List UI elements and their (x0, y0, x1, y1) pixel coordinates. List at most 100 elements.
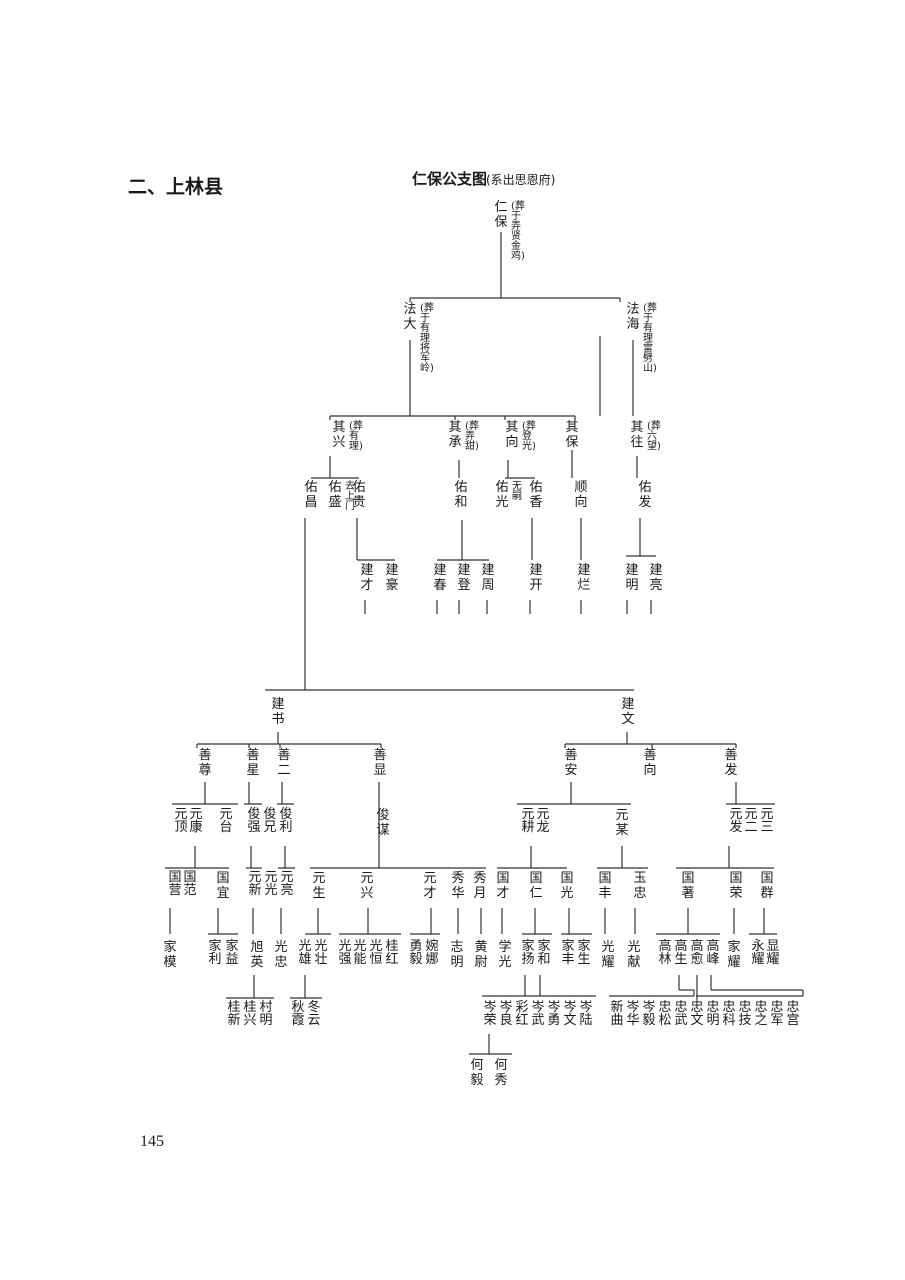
person-name: 何毅 (470, 1058, 484, 1088)
person-name: 法大 (403, 302, 417, 332)
person-name: 元二 (744, 807, 758, 835)
person-note: 无嗣 (512, 481, 522, 502)
person-name: 元康 (189, 807, 203, 835)
person-name: 岑华 (626, 1000, 640, 1028)
person-name: 建明 (625, 563, 639, 593)
person-name: 勇毅 (409, 939, 423, 967)
person-name: 家和 (537, 939, 551, 967)
person-name: 忠军 (770, 1000, 784, 1028)
person-note: (葬有理) (349, 421, 363, 452)
person-name: 桂新 (227, 1000, 241, 1028)
chart-subtitle: (系出思恩府) (486, 173, 556, 187)
person-name: 建开 (529, 563, 543, 593)
person-name: 光能 (353, 939, 367, 967)
person-name: 善二 (277, 748, 291, 778)
person-name: 忠松 (658, 1000, 672, 1028)
person-name: 善显 (373, 748, 387, 778)
person-name: 建周 (481, 563, 495, 593)
person-note: (葬于有理将军岭) (420, 303, 434, 374)
person-note: (葬于有理雷劈山) (643, 303, 657, 374)
person-name: 高林 (658, 939, 672, 967)
person-name: 国营 (168, 870, 182, 898)
person-name: 岑良 (499, 1000, 513, 1028)
person-name: 元某 (615, 808, 629, 838)
person-name: 家利 (208, 939, 222, 967)
person-name: 忠技 (738, 1000, 752, 1028)
person-name: 国群 (760, 871, 774, 901)
person-name: 桂红 (385, 939, 399, 967)
person-note: (葬弄甜) (465, 421, 479, 452)
person-name: 善向 (643, 748, 657, 778)
person-name: 忠之 (754, 1000, 768, 1028)
person-name: 学光 (498, 940, 512, 970)
person-name: 其往 (630, 420, 644, 450)
person-name: 元光 (264, 870, 278, 898)
person-name: 元耕 (521, 807, 535, 835)
person-name: 家模 (163, 940, 177, 970)
person-name: 村明 (259, 1000, 273, 1028)
person-name: 永耀 (751, 939, 765, 967)
person-name: 忠明 (706, 1000, 720, 1028)
person-name: 佑盛 (328, 480, 342, 510)
person-name: 光忠 (274, 940, 288, 970)
person-name: 元顶 (174, 807, 188, 835)
person-name: 建登 (457, 563, 471, 593)
person-name: 国才 (496, 871, 510, 901)
person-name: 岑毅 (642, 1000, 656, 1028)
person-name: 佑贵 (352, 480, 366, 510)
person-name: 志明 (450, 940, 464, 970)
person-name: 建文 (621, 697, 635, 727)
person-name: 其向 (505, 420, 519, 450)
person-name: 元台 (219, 807, 233, 835)
person-name: 其保 (565, 420, 579, 450)
person-name: 冬云 (307, 1000, 321, 1028)
person-name: 岑荣 (483, 1000, 497, 1028)
person-note: (葬于弄贤金鸡) (511, 201, 525, 262)
person-name: 佑光 (495, 480, 509, 510)
person-name: 俊谋 (376, 808, 390, 838)
section-title: 二、上林县 (128, 176, 224, 198)
person-name: 顺向 (574, 480, 588, 510)
person-name: 岑陆 (579, 1000, 593, 1028)
person-name: 元亮 (280, 870, 294, 898)
person-name: 彩红 (515, 1000, 529, 1028)
person-name: 高生 (674, 939, 688, 967)
person-name: 国荣 (729, 871, 743, 901)
person-name: 忠科 (722, 1000, 736, 1028)
person-name: 秋霞 (291, 1000, 305, 1028)
person-name: 忠武 (674, 1000, 688, 1028)
person-name: 俊利 (279, 807, 293, 835)
person-name: 元生 (312, 871, 326, 901)
person-name: 国仁 (529, 871, 543, 901)
person-name: 佑和 (454, 480, 468, 510)
person-name: 秀月 (473, 871, 487, 901)
person-name: 光献 (627, 940, 641, 970)
person-name: 家生 (577, 939, 591, 967)
person-name: 建亮 (649, 563, 663, 593)
person-name: 显耀 (766, 939, 780, 967)
person-name: 建豪 (385, 563, 399, 593)
person-name: 建春 (433, 563, 447, 593)
person-name: 国光 (560, 871, 574, 901)
person-name: 岑勇 (547, 1000, 561, 1028)
person-name: 善安 (564, 748, 578, 778)
person-name: 新曲 (610, 1000, 624, 1028)
person-name: 家丰 (561, 939, 575, 967)
person-name: 元才 (423, 871, 437, 901)
person-name: 建才 (360, 563, 374, 593)
person-name: 其兴 (332, 420, 346, 450)
person-name: 桂兴 (243, 1000, 257, 1028)
person-note: (葬登光) (522, 421, 536, 452)
person-name: 仁保 (494, 200, 508, 230)
person-name: 光雄 (298, 939, 312, 967)
person-name: 佑昌 (304, 480, 318, 510)
person-name: 旭英 (250, 940, 264, 970)
person-name: 善发 (724, 748, 738, 778)
person-name: 善尊 (198, 748, 212, 778)
person-name: 元龙 (536, 807, 550, 835)
person-name: 国丰 (598, 871, 612, 901)
person-name: 建书 (271, 697, 285, 727)
person-name: 秀华 (451, 871, 465, 901)
